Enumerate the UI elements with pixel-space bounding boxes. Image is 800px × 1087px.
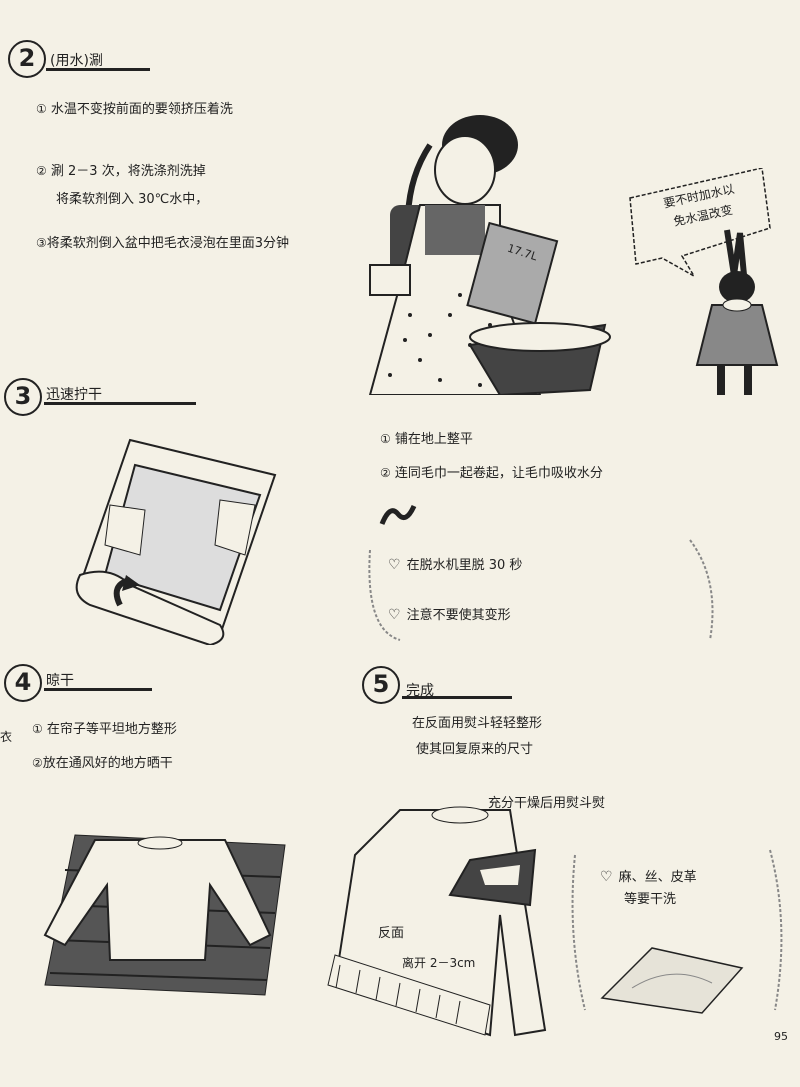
step-2-underline: [46, 68, 150, 71]
step-2-line-3: 将柔软剂倒入 30℃水中，: [56, 192, 209, 207]
step-2-line-4: ③将柔软剂倒入盆中把毛衣浸泡在里面3分钟: [36, 236, 290, 251]
heart-icon: ♡: [388, 607, 401, 623]
speech-bubble: [629, 168, 771, 278]
tip-shape: ♡注意不要使其变形: [388, 607, 511, 623]
woman-washing-illustration: [368, 115, 611, 395]
page-number: 95: [774, 1030, 788, 1043]
step-3-number: 3: [4, 378, 42, 416]
bagged-sweater-illustration: [600, 947, 744, 1014]
tip-spin: ♡在脱水机里脱 30 秒: [388, 557, 523, 573]
step-5-title: 完成: [406, 683, 434, 699]
dry-clean-frame: [571, 849, 783, 1011]
step-3-line-1: ① 铺在地上整平: [380, 432, 473, 447]
step-3-title: 迅速拧干: [46, 387, 102, 403]
dry-clean-note-2: 等要干洗: [624, 892, 677, 907]
sweater-ironing-illustration: [327, 806, 547, 1037]
heart-icon: ♡: [388, 557, 401, 573]
step-5-line-1: 在反面用熨斗轻轻整形: [412, 716, 543, 731]
step-4-line-2: ②放在通风好的地方晒干: [32, 756, 173, 771]
sweater-drying-illustration: [43, 834, 286, 996]
rolled-towel-sweater-illustration: [75, 438, 277, 645]
iron-after-dry-note: 充分干燥后用熨斗熨: [488, 796, 606, 811]
step-4-number: 4: [4, 664, 42, 702]
iron-distance-label: 离开 2－3cm: [402, 956, 476, 970]
dry-clean-note-1: ♡麻、丝、皮革: [600, 869, 697, 885]
step-2-title: (用水)涮: [50, 53, 103, 69]
sweater-reverse-label: 反面: [378, 926, 405, 941]
tip-frame: [368, 539, 714, 641]
step-5-line-2: 使其回复原来的尺寸: [416, 742, 534, 757]
step-4-underline: [44, 688, 152, 691]
step-2-line-2: ② 涮 2－3 次，将洗涤剂洗掉: [36, 164, 206, 179]
margin-text: 衣: [0, 730, 13, 744]
step-5-underline: [402, 696, 512, 699]
step-2-line-1: ① 水温不变按前面的要领挤压着洗: [36, 102, 233, 117]
step-2-number: 2: [8, 40, 46, 78]
twisted-sweater-icon: [379, 504, 417, 525]
rabbit-illustration: [695, 229, 779, 395]
heart-icon: ♡: [600, 869, 613, 885]
step-3-underline: [44, 402, 196, 405]
step-4-line-1: ① 在帘子等平坦地方整形: [32, 722, 177, 737]
step-4-title: 晾干: [46, 673, 74, 689]
step-3-line-2: ② 连同毛巾一起卷起，让毛巾吸收水分: [380, 466, 603, 481]
step-5-number: 5: [362, 666, 400, 704]
